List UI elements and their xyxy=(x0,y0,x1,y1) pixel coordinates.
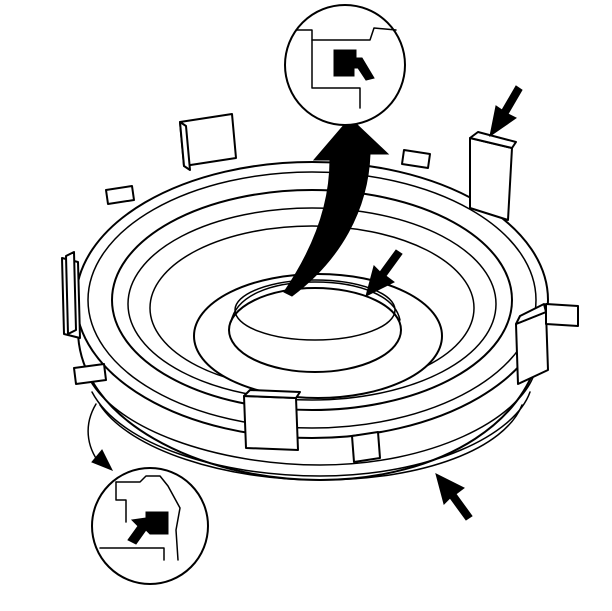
piston-bowl-step-2 xyxy=(127,207,497,401)
outer-seal-housing-profile-lower xyxy=(115,481,127,523)
piston-body xyxy=(75,161,549,481)
inner-seal-housing-profile-lower xyxy=(311,39,361,109)
inner-seal-housing-profile xyxy=(295,27,397,41)
pointer-arrows xyxy=(365,85,523,521)
tab-right-tall xyxy=(469,137,513,221)
outer-seal-groove-upper xyxy=(85,371,536,466)
piston-tabs xyxy=(61,113,579,463)
piston-bore-lip xyxy=(234,279,396,341)
tab-right-front-top xyxy=(515,303,547,325)
tab-front xyxy=(243,395,299,451)
tab-back-left-side xyxy=(179,121,191,171)
curved-arrow-to-inner-seal-detail xyxy=(283,117,390,297)
curved-arrow-to-outer-seal-detail-head xyxy=(91,449,114,471)
arrow-top-right xyxy=(489,85,523,138)
tab-front-right xyxy=(351,431,381,463)
seal-cross-section-icon xyxy=(333,49,375,81)
tab-right-small xyxy=(545,303,579,327)
piston-bore-wall xyxy=(230,281,401,323)
arrow-center-bore xyxy=(365,249,403,297)
outer-seal-detail-callout xyxy=(91,467,209,585)
tab-right-tall-top xyxy=(469,131,517,149)
outer-seal-groove-lower xyxy=(91,391,531,477)
tab-left-small xyxy=(105,185,135,205)
outer-seal-housing-profile xyxy=(115,475,181,561)
tab-far-left-face xyxy=(65,251,77,335)
arrow-lower-right xyxy=(435,473,473,521)
inner-seal-detail-callout xyxy=(284,4,406,126)
outer-seal-base-line xyxy=(99,547,165,561)
tab-lower-left xyxy=(73,363,107,385)
seal-cross-section-icon xyxy=(127,511,169,545)
outer-seal-groove-mid xyxy=(99,404,523,481)
tab-back-center xyxy=(401,149,431,169)
piston-center-bore xyxy=(228,287,402,373)
tab-front-top xyxy=(243,389,301,399)
piston-rim-inner-edge xyxy=(87,171,537,429)
